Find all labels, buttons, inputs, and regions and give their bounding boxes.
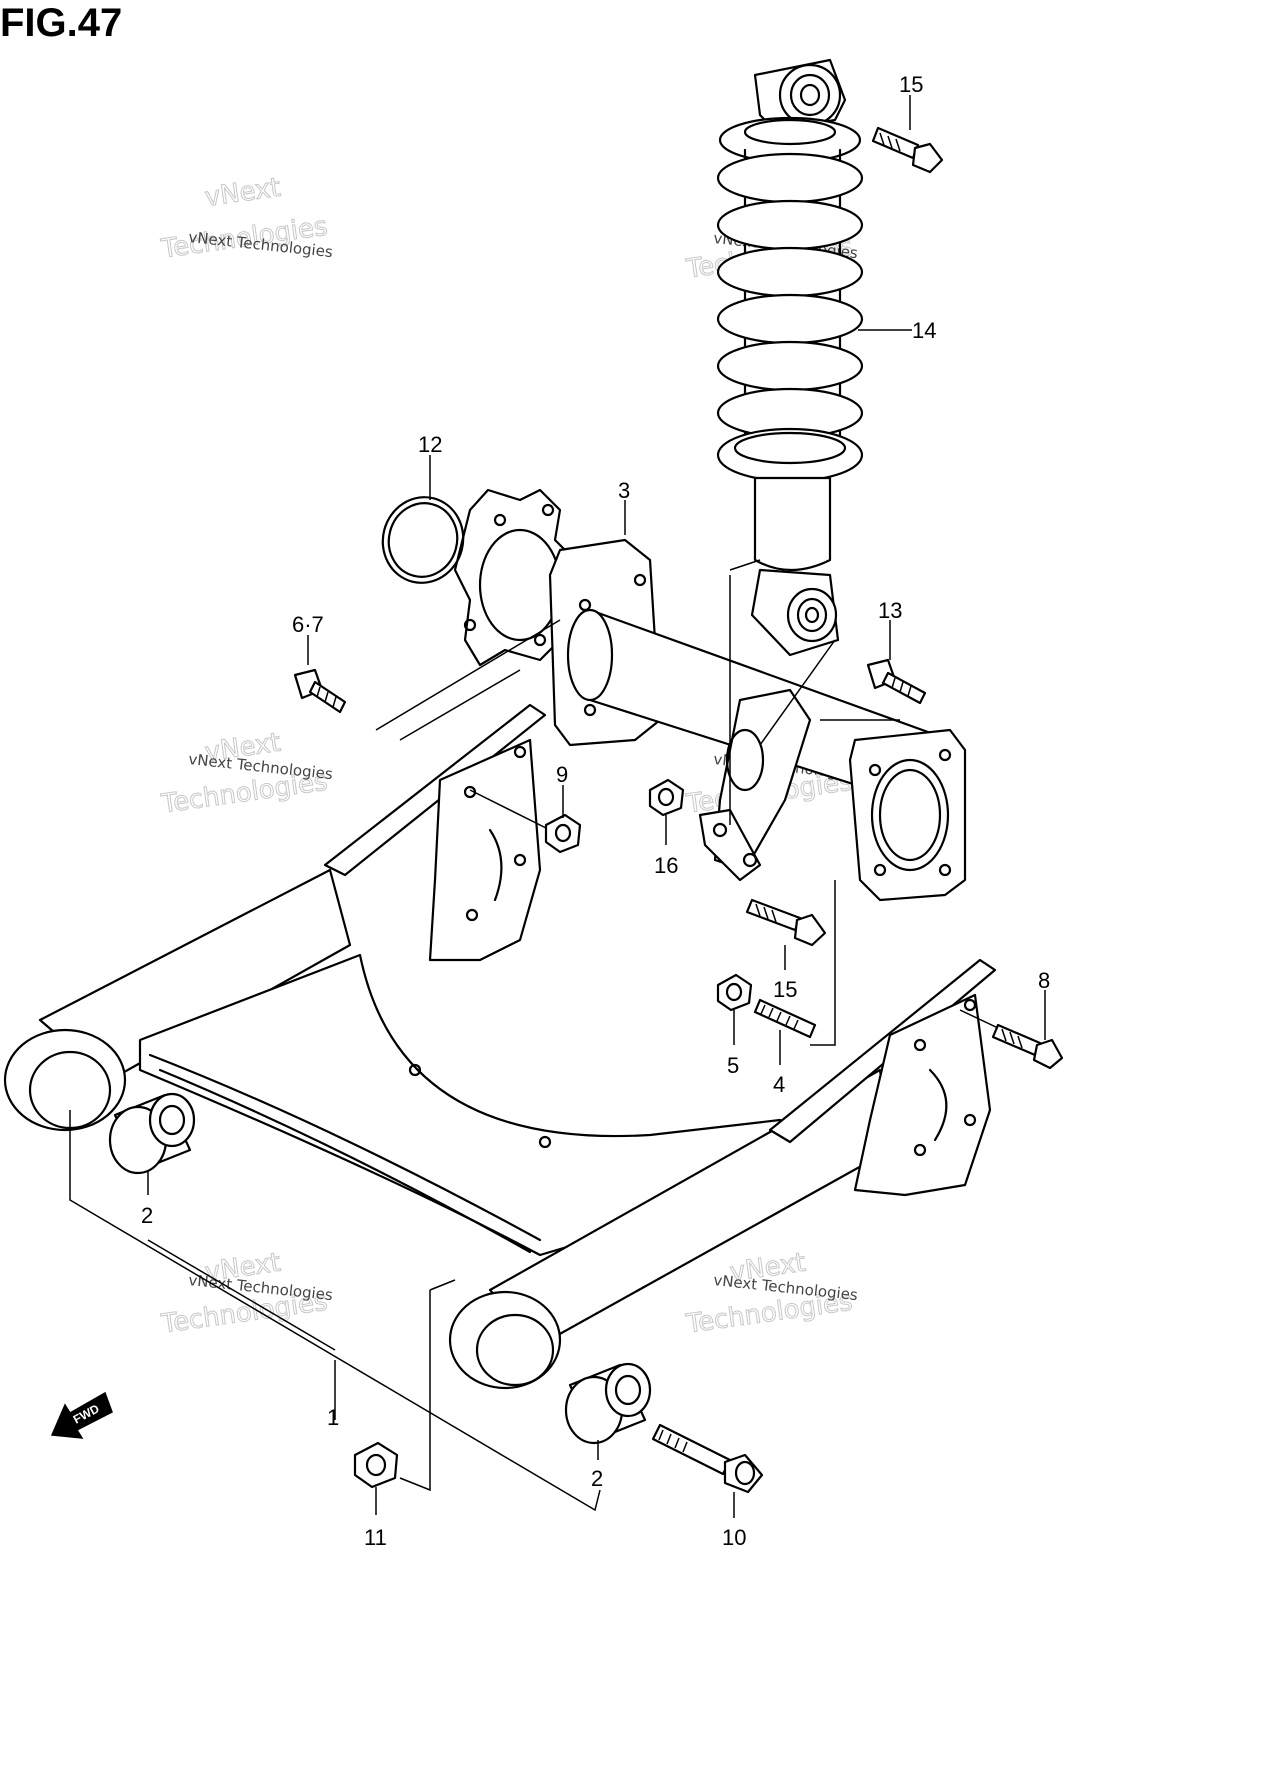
bolt-8 (959, 1009, 1064, 1070)
callout-12: 12 (418, 432, 442, 457)
nut-16 (648, 778, 685, 817)
callout-1: 1 (327, 1405, 339, 1430)
callout-13: 13 (878, 598, 902, 623)
callout-2-right: 2 (591, 1466, 603, 1491)
callout-16: 16 (654, 853, 678, 878)
axle-housing (453, 488, 967, 902)
callout-2-left: 2 (141, 1203, 153, 1228)
spring-coils (716, 152, 864, 483)
bushing-right (564, 1362, 652, 1445)
swing-arm (3, 703, 997, 1390)
callout-10: 10 (722, 1525, 746, 1550)
callout-14: 14 (912, 318, 936, 343)
bolt-15-mid (745, 898, 827, 947)
bolt-13 (866, 658, 927, 705)
figure-title: FIG.47 (0, 1, 122, 45)
leader-lines (69, 95, 1046, 1518)
nut-11 (353, 1441, 399, 1489)
callout-4: 4 (773, 1072, 785, 1097)
bolt-6-7 (293, 668, 347, 714)
o-ring (381, 496, 465, 584)
bushing-left (108, 1092, 196, 1175)
nut-9 (469, 789, 582, 854)
fwd-arrow-icon: FWD (50, 1391, 113, 1439)
shock-absorber (716, 58, 864, 657)
callout-9: 9 (556, 762, 568, 787)
watermark-brand: vNext (203, 173, 282, 213)
nut-5 (716, 973, 753, 1012)
callout-3: 3 (618, 478, 630, 503)
callout-15-top: 15 (899, 72, 923, 97)
callout-15-mid: 15 (773, 977, 797, 1002)
callout-8: 8 (1038, 968, 1050, 993)
callout-6-7: 6·7 (292, 612, 324, 637)
bolt-10 (651, 1423, 764, 1494)
bolt-15-top (871, 126, 944, 174)
callout-11: 11 (364, 1525, 387, 1550)
stud-4 (753, 998, 817, 1039)
callout-5: 5 (727, 1053, 739, 1078)
